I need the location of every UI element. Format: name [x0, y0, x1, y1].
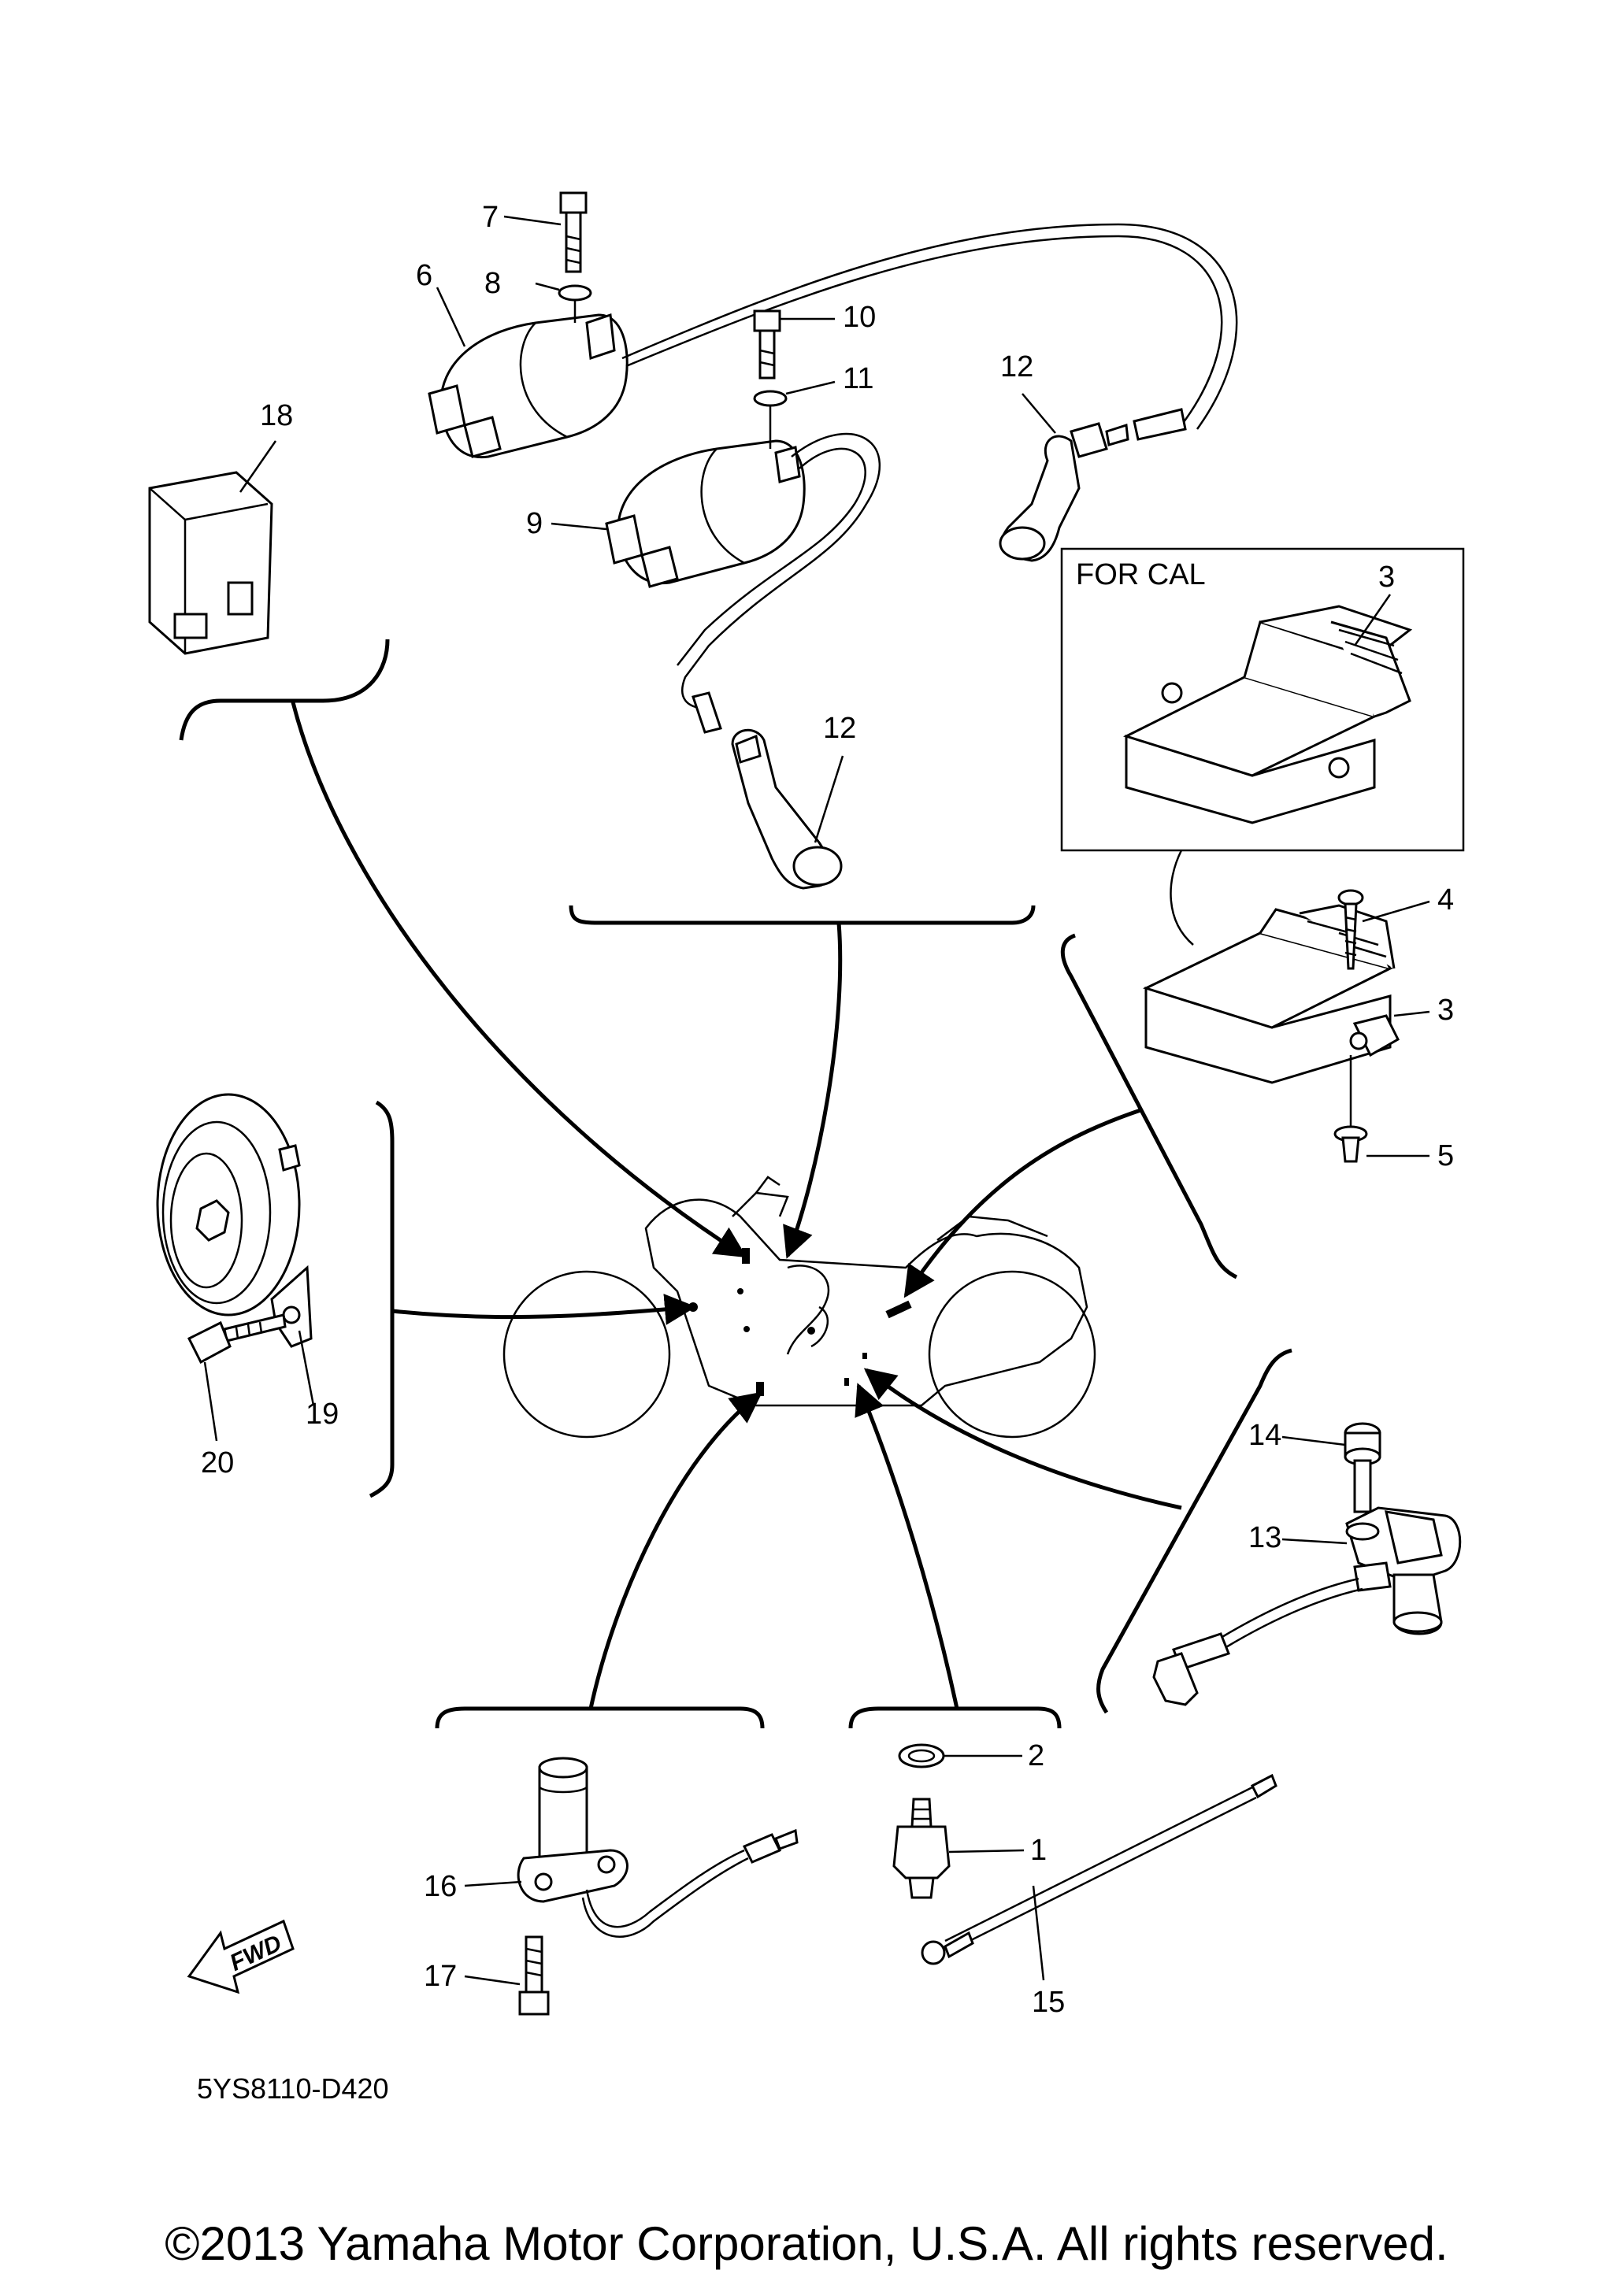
bolt-20: [187, 1313, 287, 1365]
bolt-10: [753, 309, 781, 380]
diagram-code: 5YS8110-D420: [197, 2072, 389, 2105]
callout-12a: 12: [1000, 350, 1033, 383]
grommet-5: [1333, 1055, 1368, 1163]
callout-6: 6: [416, 259, 432, 292]
callout-8: 8: [484, 267, 501, 300]
callout-20: 20: [201, 1446, 234, 1479]
for-cal-inset: [1060, 547, 1465, 852]
callout-10: 10: [843, 301, 876, 334]
callout-1: 1: [1030, 1834, 1047, 1867]
callout-9: 9: [526, 507, 543, 540]
plug-cap-12-lower: [731, 728, 843, 890]
callout-15: 15: [1032, 1986, 1065, 2019]
motorcycle-outline: [502, 1176, 1096, 1439]
sensor-16: [517, 1757, 799, 1938]
screw-4: [1337, 889, 1364, 970]
callout-4: 4: [1437, 883, 1454, 917]
relay-part: [148, 471, 273, 655]
leader-lines: [203, 215, 1430, 1986]
lead-15: [921, 1773, 1277, 1965]
group-relay: [148, 471, 747, 1258]
switch-1: [892, 1798, 951, 1899]
plug-cap-12-upper: [999, 408, 1187, 562]
callout-7: 7: [482, 201, 499, 234]
bolt-7: [559, 191, 588, 273]
washer-2: [898, 1743, 945, 1768]
callout-12b: 12: [823, 712, 856, 745]
cdi-unit-3: [1142, 904, 1400, 1084]
callout-18: 18: [260, 399, 293, 432]
bolt-17: [518, 1935, 550, 2016]
callout-11: 11: [843, 362, 873, 395]
sensor-13: [1152, 1506, 1462, 1706]
callout-3a: 3: [1378, 561, 1395, 594]
callout-16: 16: [424, 1870, 457, 1903]
ignition-coil-6: [428, 313, 629, 459]
group-sensor-13: [863, 1348, 1462, 1714]
bolt-14: [1344, 1422, 1381, 1513]
horn-19: [156, 1093, 313, 1348]
group-cdi: FOR CAL: [903, 547, 1465, 1298]
callouts: 7 8 6 10 11 9 12 12 18 3 4 3 5 19 20 14 …: [201, 201, 1454, 2019]
callout-14: 14: [1248, 1419, 1281, 1452]
copyright-notice: ©2013 Yamaha Motor Corporation, U.S.A. A…: [165, 2217, 1448, 2270]
group-ignition-coils: [428, 191, 1238, 1259]
washer-8: [558, 284, 592, 302]
group-sensor-16: [435, 1391, 799, 2016]
ignition-coil-9: [605, 439, 806, 588]
washer-11: [753, 390, 788, 407]
cdi-unit-inset: [1123, 605, 1413, 824]
callout-13: 13: [1248, 1521, 1281, 1554]
forward-arrow-icon: FWD: [187, 1919, 295, 1994]
callout-2: 2: [1028, 1739, 1044, 1772]
group-switch-1: [848, 1383, 1277, 1965]
callout-5: 5: [1437, 1139, 1454, 1172]
group-horn: [156, 1093, 696, 1498]
location-markers: [688, 1248, 912, 1396]
callout-3b: 3: [1437, 994, 1454, 1027]
callout-19: 19: [306, 1398, 339, 1431]
inset-label: FOR CAL: [1076, 558, 1206, 591]
callout-17: 17: [424, 1960, 457, 1993]
